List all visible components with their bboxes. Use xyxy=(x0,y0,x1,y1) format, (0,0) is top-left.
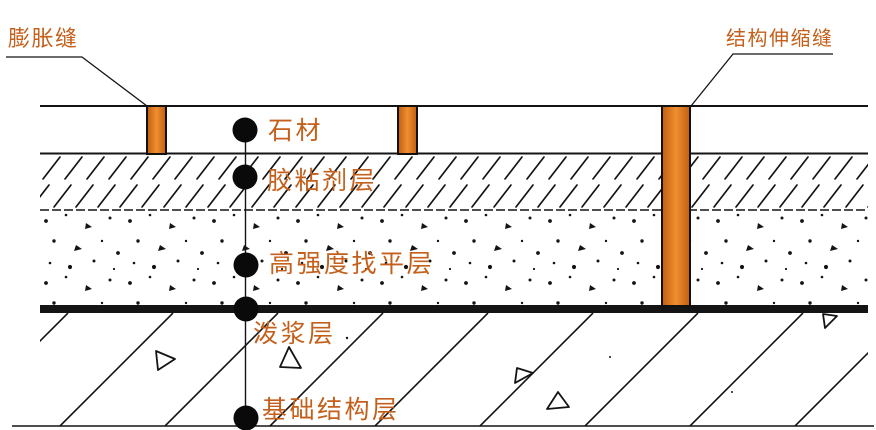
slurry-layer-band xyxy=(40,305,868,313)
bullet-slurry xyxy=(233,296,259,322)
label-stone-layer: 石材 xyxy=(268,116,324,145)
layer-callout-bullets xyxy=(232,117,259,430)
leveling-layer-stipple xyxy=(40,211,868,305)
foundation-layer-hatch xyxy=(40,313,868,426)
structural-expansion-joint xyxy=(661,105,691,307)
label-adhesive-layer: 胶粘剂层 xyxy=(267,166,378,195)
aggregate-triangles xyxy=(155,313,838,410)
structural-joint-leader-line xyxy=(690,53,833,107)
expansion-joint-1 xyxy=(146,105,167,155)
adhesive-layer-hatch xyxy=(40,154,868,209)
label-leveling-layer: 高强度找平层 xyxy=(269,249,435,278)
foundation-specks xyxy=(345,336,733,393)
callout-expansion-joint: 膨胀缝 xyxy=(8,27,79,52)
label-slurry-layer: 泼浆层 xyxy=(253,319,336,348)
callout-structural-expansion-joint: 结构伸缩缝 xyxy=(726,26,834,50)
bullet-stone xyxy=(232,117,258,143)
label-foundation-layer: 基础结构层 xyxy=(262,395,400,424)
expansion-joint-2 xyxy=(397,105,418,155)
bullet-leveling xyxy=(233,252,259,278)
bullet-adhesive xyxy=(232,164,258,190)
expansion-joint-leader-line xyxy=(6,56,148,107)
bullet-foundation xyxy=(233,405,259,430)
